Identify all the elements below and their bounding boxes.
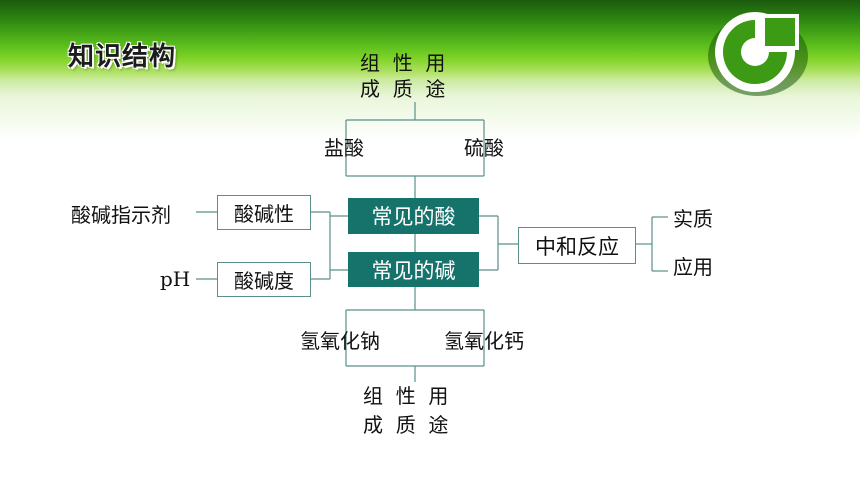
common-base-box: 常见的碱: [348, 252, 479, 287]
base-props-line2: 成 质 途: [363, 413, 449, 437]
header-glow: [0, 80, 860, 140]
acid-branch-h2so4: 硫酸: [464, 136, 504, 160]
essence-label: 实质: [673, 207, 713, 231]
pie-logo-icon: [708, 12, 808, 96]
base-branch-naoh: 氢氧化钠: [300, 329, 380, 353]
ph-label: pH: [160, 267, 191, 291]
base-props-line1: 组 性 用: [363, 384, 449, 408]
base-branch-caoh2: 氢氧化钙: [444, 329, 524, 353]
neutralization-box: 中和反应: [518, 227, 636, 264]
page-title: 知识结构: [68, 42, 177, 72]
indicator-label: 酸碱指示剂: [71, 203, 171, 227]
common-acid-box: 常见的酸: [348, 198, 479, 234]
acidity-box: 酸碱性: [217, 195, 311, 230]
acid-base-degree-box: 酸碱度: [217, 262, 311, 297]
application-label: 应用: [673, 255, 713, 279]
acid-props-line2: 成 质 途: [360, 77, 446, 101]
acid-props-line1: 组 性 用: [360, 51, 446, 75]
acid-branch-hcl: 盐酸: [324, 136, 364, 160]
